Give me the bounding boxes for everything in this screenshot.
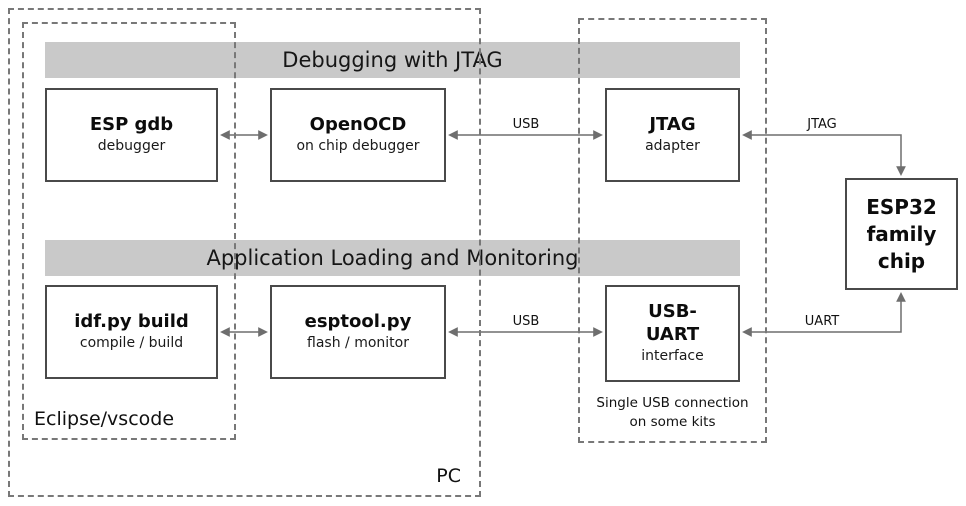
openocd-box: OpenOCD on chip debugger [270,88,446,182]
openocd-title: OpenOCD [309,113,407,135]
esp32-chip-line2: family [866,221,937,246]
idf-build-title: idf.py build [74,310,189,332]
section-title-debugging: Debugging with JTAG [45,42,740,78]
jtag-adapter-subtitle: adapter [645,138,700,155]
idf-build-subtitle: compile / build [79,335,184,352]
jtag-adapter-title: JTAG [649,113,696,135]
esptool-title: esptool.py [304,310,412,332]
usb-label-bottom: USB [512,314,540,329]
esp32-chip-box: ESP32 family chip [845,178,958,290]
esptool-box: esptool.py flash / monitor [270,285,446,379]
usb-uart-title-line1: USB- [648,300,697,322]
esp32-chip-line3: chip [877,248,926,273]
esp-gdb-box: ESP gdb debugger [45,88,218,182]
uart-label: UART [804,314,840,329]
usb-label-top: USB [512,117,540,132]
usb-uart-title-line2: UART [645,324,700,345]
idf-build-box: idf.py build compile / build [45,285,218,379]
esp-gdb-title: ESP gdb [89,113,174,135]
kit-note: Single USB connection on some kits [596,394,749,431]
esp-gdb-subtitle: debugger [97,138,166,155]
ide-label: Eclipse/vscode [34,408,175,430]
esptool-subtitle: flash / monitor [307,335,409,352]
openocd-subtitle: on chip debugger [296,138,420,155]
jtag-adapter-box: JTAG adapter [605,88,740,182]
jtag-label: JTAG [807,117,837,132]
esp32-chip-line1: ESP32 [866,194,937,219]
arrow-jtag-chip [742,130,906,176]
usb-uart-subtitle: interface [641,348,704,365]
usb-uart-box: USB- UART interface [605,285,740,382]
pc-label: PC [436,465,461,487]
section-title-loading: Application Loading and Monitoring [45,240,740,276]
